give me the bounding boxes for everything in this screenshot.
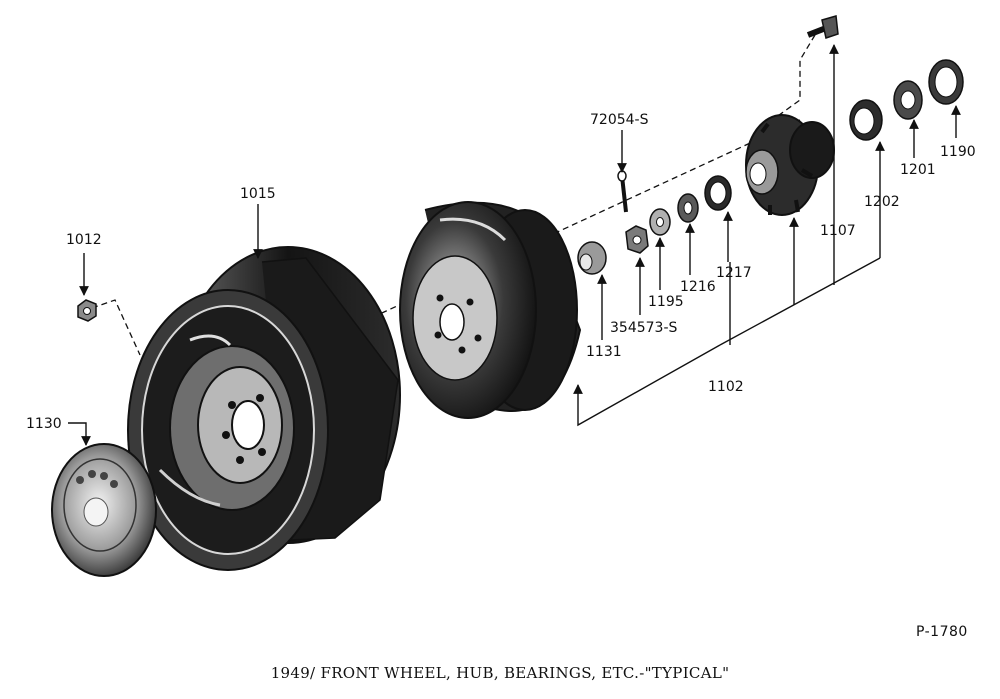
label-1131: 1131 (586, 344, 622, 360)
label-1012: 1012 (66, 232, 102, 248)
label-1202: 1202 (864, 194, 900, 210)
grease-cap (577, 241, 607, 275)
outer-bearing-cup (704, 175, 732, 211)
label-354573-s: 354573-S (610, 320, 677, 336)
plate-number: P-1780 (916, 624, 968, 640)
label-1217: 1217 (716, 265, 752, 281)
washer (649, 208, 671, 236)
label-72054-s: 72054-S (590, 112, 649, 128)
wheel-stud (806, 15, 839, 39)
spindle-nut (625, 225, 649, 254)
hub-cap (51, 443, 157, 577)
stud-leader-dash (774, 34, 816, 119)
label-1015: 1015 (240, 186, 276, 202)
wheel-hub (745, 114, 835, 216)
label-1216: 1216 (680, 279, 716, 295)
label-1195: 1195 (648, 294, 684, 310)
outer-bearing-cone (677, 193, 699, 223)
label-1130: 1130 (26, 416, 62, 432)
inner-bearing-cone (893, 80, 923, 120)
figure-caption: 1949/ FRONT WHEEL, HUB, BEARINGS, ETC.-"… (270, 664, 730, 682)
lug-nut (77, 299, 97, 322)
grease-seal (928, 59, 964, 105)
label-1107: 1107 (820, 223, 856, 239)
label-1201: 1201 (900, 162, 936, 178)
wheel-rim (127, 246, 401, 571)
brake-drum (399, 201, 582, 419)
label-1102: 1102 (708, 379, 744, 395)
label-1190: 1190 (940, 144, 976, 160)
inner-bearing-cup (849, 99, 883, 141)
cotter-pin (617, 170, 628, 213)
nut-leader-dash (91, 299, 141, 356)
